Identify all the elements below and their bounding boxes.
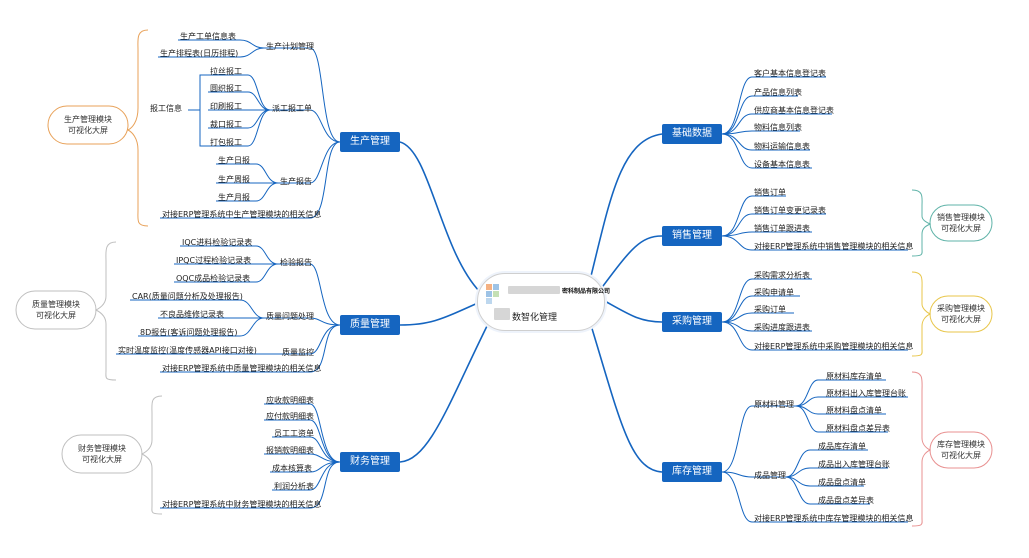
- leaf-item: OQC成品检验记录表: [176, 274, 251, 283]
- group-finished-goods: 成品管理: [754, 471, 786, 480]
- leaf-item: 采购订单: [754, 305, 786, 314]
- quality-screen-label: 质量管理模块 可视化大屏: [32, 300, 80, 320]
- leaf-item: 应收款明细表: [266, 396, 314, 405]
- sales-screen-label: 销售管理模块 可视化大屏: [937, 213, 985, 233]
- center-node: 密科制品有限公司 数智化管理: [477, 273, 610, 331]
- leaf-item: 原材料盘点清单: [826, 406, 882, 415]
- leaf-item: 拉丝报工: [210, 67, 242, 76]
- group-raw-material: 原材料管理: [754, 400, 794, 409]
- leaf-item: 供应商基本信息登记表: [754, 106, 834, 115]
- leaf-item: IQC进料检验记录表: [182, 238, 253, 247]
- leaf-item: 成品盘点清单: [818, 478, 866, 487]
- leaf-item: 成品出入库管理台账: [818, 460, 890, 469]
- group-production-plan: 生产计划管理: [266, 42, 314, 51]
- leaf-item: 生产月报: [218, 193, 250, 202]
- branch-inventory[interactable]: 库存管理: [662, 462, 722, 482]
- erp-note: 对接ERP管理系统中质量管理模块的相关信息: [162, 364, 322, 373]
- leaf-item: 生产排程表(日历排程): [160, 49, 239, 58]
- leaf-item: 利润分析表: [274, 482, 314, 491]
- leaf-item: 成品库存清单: [818, 442, 866, 451]
- leaf-item: 员工工资单: [274, 429, 314, 438]
- leaf-item: 物料信息列表: [754, 123, 802, 132]
- leaf-item: 生产日报: [218, 156, 250, 165]
- leaf-item: 物料运输信息表: [754, 142, 810, 151]
- leaf-item: 印刷报工: [210, 102, 242, 111]
- production-screen-label: 生产管理模块 可视化大屏: [64, 115, 112, 135]
- leaf-item: 打包报工: [210, 138, 242, 147]
- leaf-item: 裁口报工: [210, 120, 242, 129]
- leaf-item: 实时温度监控(温度传感器API接口对接): [118, 346, 257, 355]
- leaf-item: 成品盘点差异表: [818, 496, 874, 505]
- leaf-item: 不良品维修记录表: [160, 310, 224, 319]
- company-logo: [486, 284, 504, 310]
- erp-note: 对接ERP管理系统中财务管理模块的相关信息: [162, 500, 322, 509]
- leaf-item: 原材料库存清单: [826, 372, 882, 381]
- branch-sales[interactable]: 销售管理: [662, 226, 722, 246]
- leaf-item: 销售订单跟进表: [754, 224, 810, 233]
- leaf-item: 报销款明细表: [266, 446, 314, 455]
- report-info-label: 报工信息: [150, 104, 182, 113]
- center-title: 数智化管理: [512, 313, 558, 323]
- leaf-item: 销售订单变更记录表: [754, 206, 826, 215]
- branch-quality[interactable]: 质量管理: [340, 315, 400, 335]
- leaf-item: 成本核算表: [272, 464, 312, 473]
- leaf-item: 销售订单: [754, 188, 786, 197]
- leaf-item: 生产周报: [218, 175, 250, 184]
- company-name: 密科制品有限公司: [562, 288, 611, 295]
- finance-screen-label: 财务管理模块 可视化大屏: [78, 444, 126, 464]
- erp-note: 对接ERP管理系统中库存管理模块的相关信息: [754, 514, 914, 523]
- leaf-item: 8D报告(客诉问题处理报告): [140, 328, 238, 337]
- blurred-text: [494, 308, 510, 320]
- leaf-item: 原材料盘点差异表: [826, 424, 890, 433]
- branch-production[interactable]: 生产管理: [340, 132, 400, 152]
- group-report-work: 派工报工单: [272, 104, 312, 113]
- leaf-item: 采购进度跟进表: [754, 323, 810, 332]
- leaf-item: 圆织报工: [210, 84, 242, 93]
- leaf-item: 生产工单信息表: [180, 32, 236, 41]
- erp-note: 对接ERP管理系统中销售管理模块的相关信息: [754, 242, 914, 251]
- leaf-item: 产品信息列表: [754, 88, 802, 97]
- leaf-item: 应付款明细表: [266, 412, 314, 421]
- inventory-screen-label: 库存管理模块 可视化大屏: [937, 440, 985, 460]
- branch-basic-data[interactable]: 基础数据: [662, 124, 722, 144]
- group-production-report: 生产报告: [280, 177, 312, 186]
- purchase-screen-label: 采购管理模块 可视化大屏: [937, 304, 985, 324]
- erp-note: 对接ERP管理系统中生产管理模块的相关信息: [162, 210, 322, 219]
- group-quality-problem: 质量问题处理: [266, 312, 314, 321]
- branch-purchase[interactable]: 采购管理: [662, 312, 722, 332]
- group-quality-monitor: 质量监控: [282, 348, 314, 357]
- leaf-item: 采购需求分析表: [754, 271, 810, 280]
- leaf-item: 采购申请单: [754, 288, 794, 297]
- leaf-item: IPQC过程检验记录表: [176, 256, 252, 265]
- leaf-item: 设备基本信息表: [754, 160, 810, 169]
- leaf-item: CAR(质量问题分析及处理报告): [132, 292, 243, 301]
- leaf-item: 原材料出入库管理台账: [826, 389, 906, 398]
- blurred-text: [508, 286, 560, 294]
- branch-finance[interactable]: 财务管理: [340, 452, 400, 472]
- erp-note: 对接ERP管理系统中采购管理模块的相关信息: [754, 342, 914, 351]
- leaf-item: 客户基本信息登记表: [754, 69, 826, 78]
- group-inspection: 检验报告: [280, 258, 312, 267]
